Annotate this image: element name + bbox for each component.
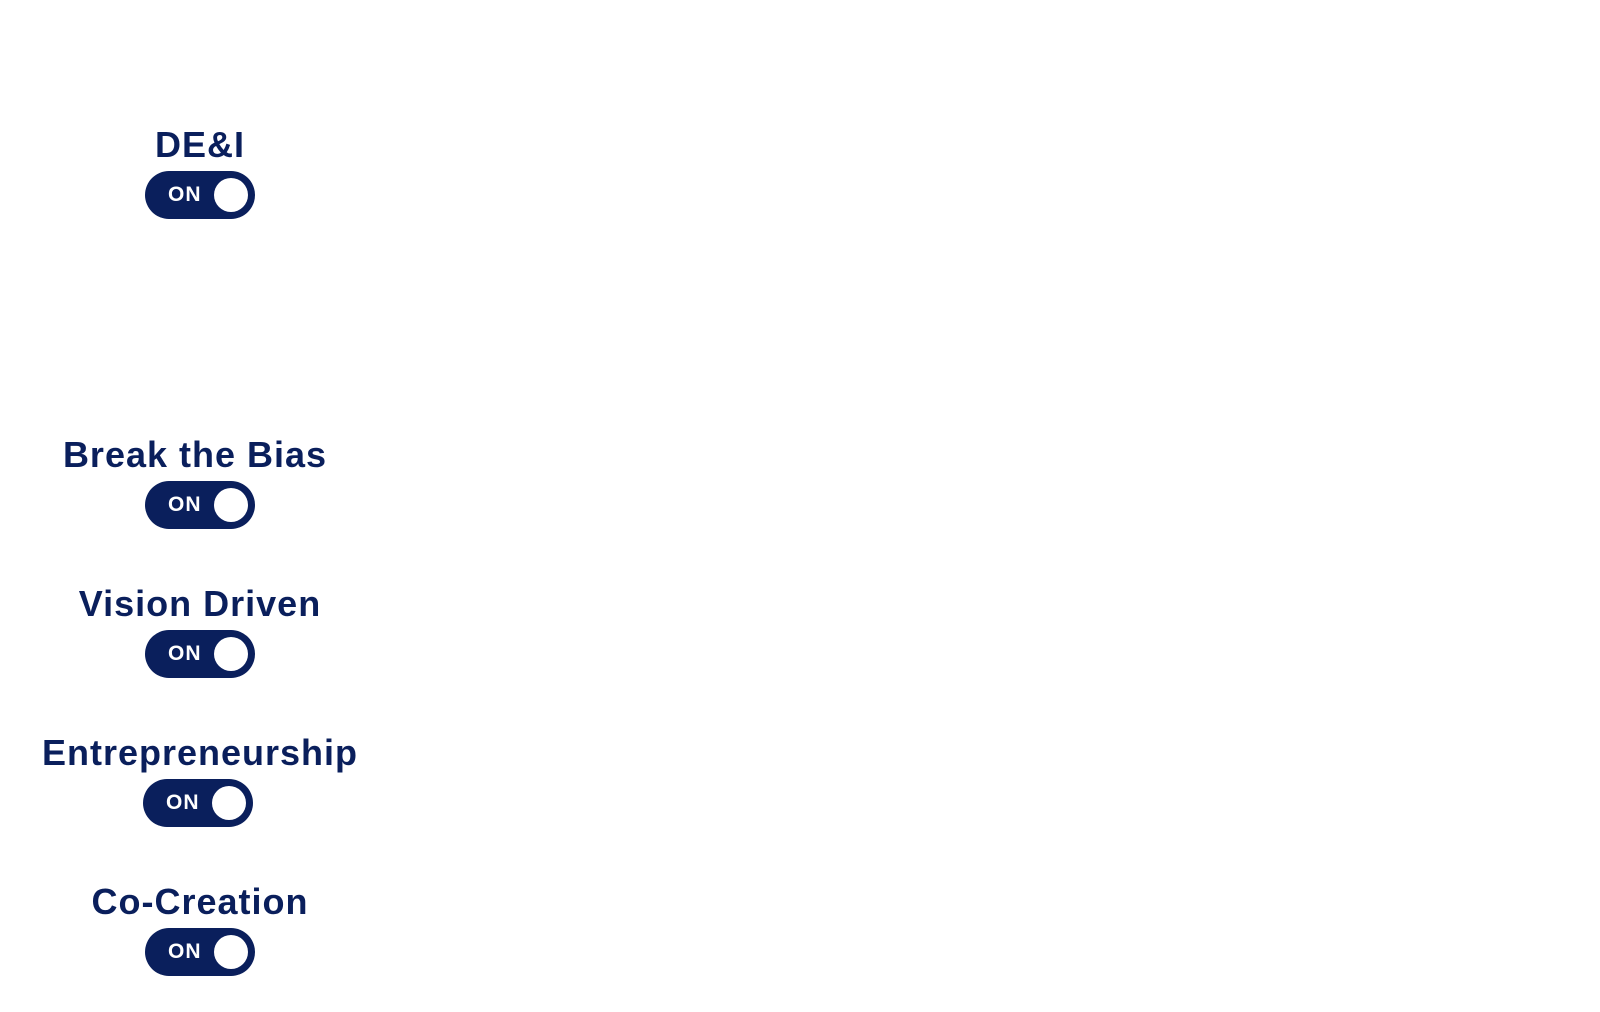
toggle-state-label: ON bbox=[166, 791, 200, 814]
toggle-state-label: ON bbox=[168, 183, 202, 206]
toggle-knob bbox=[214, 488, 248, 522]
entrepreneurship-toggle[interactable]: ON bbox=[143, 779, 253, 827]
toggle-title: Co-Creation bbox=[91, 881, 309, 922]
toggle-knob bbox=[214, 637, 248, 671]
toggle-state-label: ON bbox=[168, 642, 202, 665]
toggle-title: Vision Driven bbox=[78, 583, 322, 624]
dei-toggle[interactable]: ON bbox=[145, 171, 255, 219]
toggle-title: Entrepreneurship bbox=[41, 732, 359, 773]
toggle-title: Break the Bias bbox=[62, 434, 328, 475]
co-creation-toggle[interactable]: ON bbox=[145, 928, 255, 976]
toggle-knob bbox=[212, 786, 246, 820]
toggle-state-label: ON bbox=[168, 493, 202, 516]
toggle-knob bbox=[214, 935, 248, 969]
toggle-knob bbox=[214, 178, 248, 212]
toggle-state-label: ON bbox=[168, 940, 202, 963]
vision-driven-toggle[interactable]: ON bbox=[145, 630, 255, 678]
toggle-title: DE&I bbox=[154, 124, 245, 165]
break-the-bias-toggle[interactable]: ON bbox=[145, 481, 255, 529]
